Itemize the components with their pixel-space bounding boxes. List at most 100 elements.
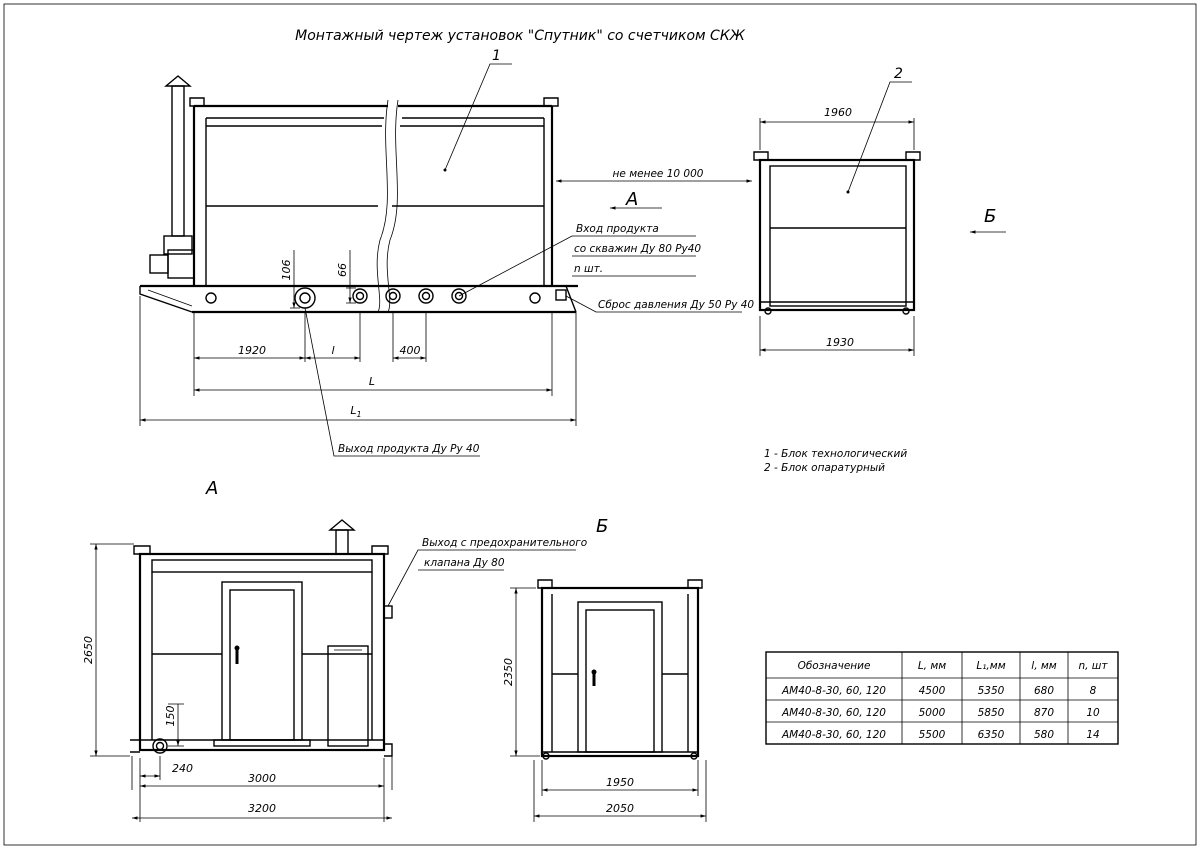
view-a-door bbox=[229, 589, 295, 741]
safety-valve-outlet bbox=[383, 605, 393, 619]
dim-1930: 1930 bbox=[826, 336, 854, 349]
table-cell: 580 bbox=[1034, 729, 1054, 741]
position-2-label: 2 bbox=[894, 66, 903, 82]
dim-3000: 3000 bbox=[248, 772, 276, 785]
table-row: АМ40-8-30, 60, 120 5000 5850 870 10 bbox=[781, 707, 1100, 719]
min-distance-dim: не менее 10 000 А bbox=[556, 168, 752, 210]
view-b-title: Б bbox=[596, 516, 608, 537]
frame-hole-right bbox=[529, 292, 541, 304]
table-row: АМ40-8-30, 60, 120 4500 5350 680 8 bbox=[781, 685, 1097, 697]
lifting-lug-left bbox=[189, 97, 205, 107]
chimney-cap bbox=[164, 75, 192, 87]
table-header: Обозначение L, мм L₁,мм l, мм n, шт bbox=[798, 660, 1109, 672]
table-border bbox=[765, 651, 1119, 745]
block1-length-dims: 1920 l 400 L L1 bbox=[139, 296, 577, 426]
burner-unit bbox=[149, 254, 169, 274]
frame-hole-left bbox=[205, 292, 217, 304]
chimney-base bbox=[163, 235, 193, 255]
relief-label: Сброс давления Ду 50 Ру 40 bbox=[598, 299, 754, 311]
view-a-title: А bbox=[205, 478, 218, 499]
view-a-door-frame bbox=[221, 581, 303, 741]
safety-label-line1: Выход с предохранительного bbox=[422, 537, 587, 549]
inlet-nozzle-4 bbox=[451, 288, 467, 304]
view-b-dims: 2350 1950 2050 bbox=[502, 587, 707, 822]
inlet-nozzle-3 bbox=[418, 288, 434, 304]
view-a-chimney bbox=[335, 529, 349, 555]
table-cell: АМ40-8-30, 60, 120 bbox=[781, 685, 886, 697]
dim-2050: 2050 bbox=[606, 802, 634, 815]
table-cell: 5500 bbox=[919, 729, 946, 741]
drawing-title: Монтажный чертеж установок "Спутник" со … bbox=[295, 28, 746, 44]
table-cell: 870 bbox=[1034, 707, 1054, 719]
view-a-outline bbox=[138, 552, 386, 752]
dim-1920: 1920 bbox=[238, 344, 266, 357]
inlet-callout: Вход продукта со скважин Ду 80 Ру40 n шт… bbox=[458, 223, 701, 297]
outlet-callout: Выход продукта Ду Ру 40 bbox=[304, 307, 480, 457]
relief-valve bbox=[555, 289, 567, 301]
table-header-l: l, мм bbox=[1031, 660, 1057, 672]
table-cell: 6350 bbox=[978, 729, 1005, 741]
dim-106: 106 bbox=[280, 260, 293, 281]
view-a-dims: 2650 150 240 3000 3200 bbox=[82, 543, 393, 822]
view-b-outline bbox=[540, 586, 700, 758]
break-line-2 bbox=[386, 99, 399, 313]
inlet-count: n шт. bbox=[574, 263, 603, 275]
inlet-spec: со скважин Ду 80 Ру40 bbox=[574, 243, 701, 255]
table-cell: 14 bbox=[1086, 729, 1099, 741]
outlet-nozzle bbox=[294, 287, 316, 309]
view-a-cabinet bbox=[327, 645, 369, 747]
chimney-pipe bbox=[171, 85, 185, 237]
table-header-L1: L₁,мм bbox=[976, 660, 1005, 672]
block2-view: 2 1960 1930 bbox=[753, 66, 921, 356]
inlet-label: Вход продукта bbox=[576, 223, 659, 235]
specs-table: Обозначение L, мм L₁,мм l, мм n, шт АМ40… bbox=[765, 651, 1119, 745]
block2-lug-left bbox=[753, 151, 769, 161]
inlet-nozzle-2 bbox=[385, 288, 401, 304]
dim-3200: 3200 bbox=[248, 802, 276, 815]
table-header-L: L, мм bbox=[918, 660, 946, 672]
lifting-lug-right bbox=[543, 97, 559, 107]
position-1-label: 1 bbox=[492, 48, 501, 64]
dim-L1: L1 bbox=[350, 404, 361, 419]
dim-66: 66 bbox=[336, 263, 349, 277]
dim-l: l bbox=[331, 344, 334, 357]
block2-lug-right bbox=[905, 151, 921, 161]
table-cell: 5350 bbox=[978, 685, 1005, 697]
table-cell: 5850 bbox=[978, 707, 1005, 719]
table-row: АМ40-8-30, 60, 120 5500 6350 580 14 bbox=[781, 729, 1100, 741]
dim-1960: 1960 bbox=[824, 106, 852, 119]
skid-ramp bbox=[139, 286, 193, 313]
relief-callout: Сброс давления Ду 50 Ру 40 bbox=[565, 295, 754, 313]
break-line-1 bbox=[376, 99, 389, 313]
legend-item-2: 2 - Блок опаратурный bbox=[764, 462, 885, 474]
dim-400: 400 bbox=[400, 344, 421, 357]
dim-L: L bbox=[369, 375, 375, 388]
block2-outline bbox=[758, 158, 916, 312]
table-cell: 680 bbox=[1034, 685, 1054, 697]
safety-callout: Выход с предохранительного клапана Ду 80 bbox=[387, 537, 587, 607]
table-cell: АМ40-8-30, 60, 120 bbox=[781, 707, 886, 719]
safety-label-line2: клапана Ду 80 bbox=[424, 557, 505, 569]
dim-2650: 2650 bbox=[82, 636, 95, 664]
view-b-door-frame bbox=[577, 601, 663, 753]
table-cell: 8 bbox=[1090, 685, 1097, 697]
table-cell: 5000 bbox=[919, 707, 946, 719]
sheet-border bbox=[3, 3, 1197, 846]
dim-2350: 2350 bbox=[502, 658, 515, 686]
table-cell: 4500 bbox=[919, 685, 946, 697]
outlet-label: Выход продукта Ду Ру 40 bbox=[338, 443, 480, 455]
dim-240: 240 bbox=[172, 762, 193, 775]
table-cell: АМ40-8-30, 60, 120 bbox=[781, 729, 886, 741]
legend: 1 - Блок технологический 2 - Блок опарат… bbox=[764, 448, 907, 474]
view-a-nozzle bbox=[152, 738, 168, 754]
dim-1950: 1950 bbox=[606, 776, 634, 789]
inlet-nozzle-1 bbox=[352, 288, 368, 304]
table-cell: 10 bbox=[1086, 707, 1100, 719]
view-b-drawing bbox=[537, 579, 703, 760]
legend-item-1: 1 - Блок технологический bbox=[764, 448, 907, 460]
table-header-n: n, шт bbox=[1078, 660, 1108, 672]
nozzle-height-dims: 106 66 bbox=[280, 250, 356, 309]
min-distance-label: не менее 10 000 bbox=[613, 168, 704, 180]
